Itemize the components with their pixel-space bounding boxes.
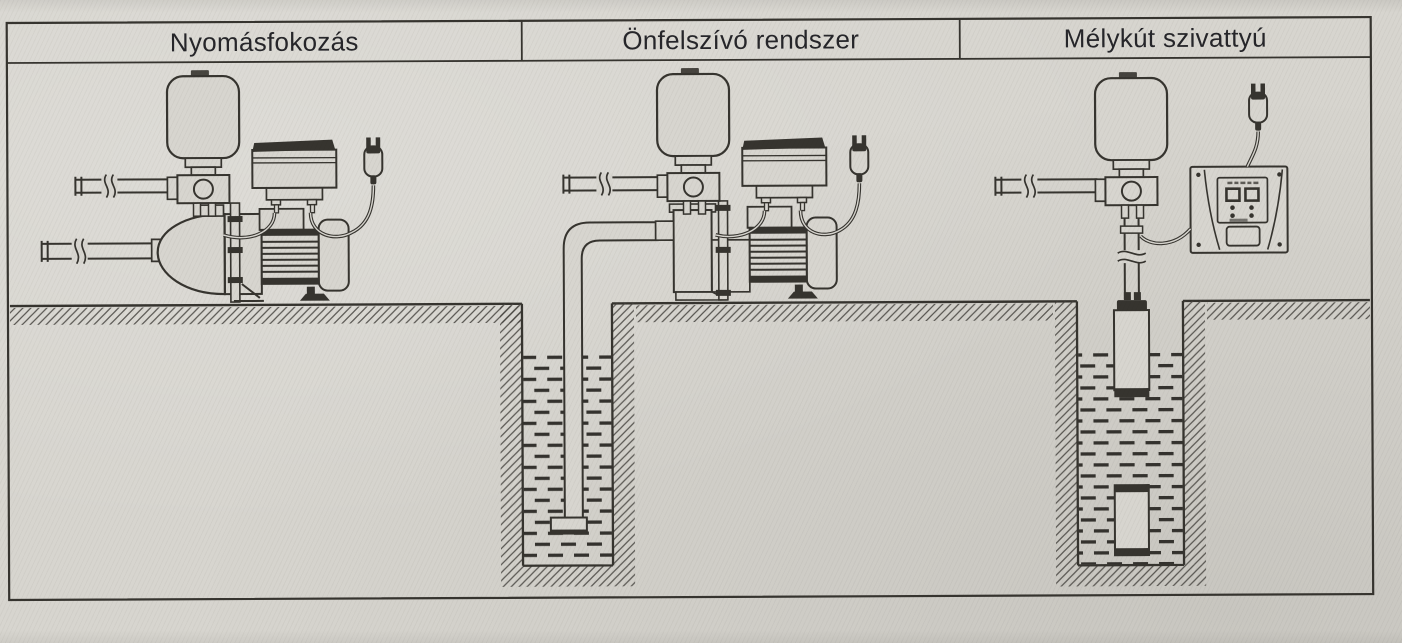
delivery-pipe: [562, 171, 660, 196]
delivery-pipe: [994, 174, 1098, 199]
table-header-deep-well: Mélykút szivattyú: [1063, 22, 1267, 54]
well-wall-lines: [520, 303, 615, 567]
ground-hatch-middle: [635, 303, 1053, 323]
well-shaft-deep: [1054, 300, 1207, 587]
pipe-break-mark: [103, 174, 116, 199]
header-divider-line: [6, 56, 1371, 64]
pressure-switch: [741, 136, 828, 212]
riser-pipe: [1117, 218, 1147, 300]
sensor-tube: [715, 210, 767, 239]
screw: [1277, 172, 1282, 177]
pump-head-cap: [1116, 300, 1147, 312]
pipe-break-mark: [1117, 250, 1147, 264]
indicator-light: [1230, 205, 1235, 210]
jet-pump: [156, 202, 350, 303]
self-priming-diagram: [549, 66, 870, 535]
well-water: [1078, 350, 1184, 565]
jet-pump: [654, 200, 838, 301]
power-plug: [1247, 82, 1269, 132]
header-column-separators: [520, 18, 961, 61]
table-header-self-priming: Önfelszívó rendszer: [622, 24, 860, 56]
power-cord: [1245, 131, 1260, 168]
pressure-tank: [165, 68, 241, 218]
control-button: [1244, 187, 1260, 202]
outer-border: [5, 15, 1375, 602]
power-plug: [363, 136, 384, 186]
pressure-switch: [251, 138, 338, 214]
control-panel: [1216, 176, 1269, 224]
power-plug: [849, 134, 870, 184]
ground-hatch-right: [1206, 302, 1370, 320]
ground-surface-line: [9, 298, 1370, 308]
pressure-tank: [1093, 70, 1169, 220]
screw: [1277, 242, 1282, 247]
pump-casing: [672, 208, 713, 294]
indicator-light: [1249, 213, 1254, 218]
indicator-light: [1249, 205, 1254, 210]
ground-hatch-left: [9, 305, 523, 326]
screw: [1196, 172, 1201, 178]
delivery-pipe: [74, 174, 170, 199]
ground: [9, 298, 1370, 326]
panel-label-marks: [1227, 181, 1259, 185]
pressure-tank: [655, 66, 731, 216]
submersible-pump: [1112, 292, 1151, 557]
control-box: [1189, 165, 1289, 254]
power-cord: [308, 185, 376, 239]
sensor-tube: [223, 212, 277, 240]
pump-motor-section: [1113, 484, 1151, 557]
panel-door: [1225, 225, 1261, 247]
pipe-break-mark: [598, 171, 611, 196]
table-header-pressure-boosting: Nyomásfokozás: [169, 26, 359, 58]
pump-cable: [1139, 227, 1192, 246]
logo-mark: [1229, 218, 1248, 222]
indicator-light: [1230, 213, 1235, 218]
pipe-coupling: [1119, 225, 1144, 234]
deep-well-diagram: [994, 70, 1289, 557]
pipe-break-mark: [1023, 174, 1036, 199]
pump-inlet-stub: [654, 220, 675, 242]
suction-pipe: [40, 238, 165, 265]
foot-valve: [549, 516, 588, 535]
table-frame: [5, 15, 1375, 602]
power-cord: [798, 183, 862, 237]
control-button: [1225, 187, 1241, 203]
pump-suction-dome: [156, 212, 226, 296]
well-shaft-shallow: [499, 303, 636, 587]
screw: [1196, 242, 1201, 248]
pressure-boosting-diagram: [40, 68, 384, 303]
well-wall-lines: [1075, 300, 1186, 567]
pipe-break-mark: [74, 238, 87, 265]
pump-upper-section: [1112, 309, 1151, 392]
